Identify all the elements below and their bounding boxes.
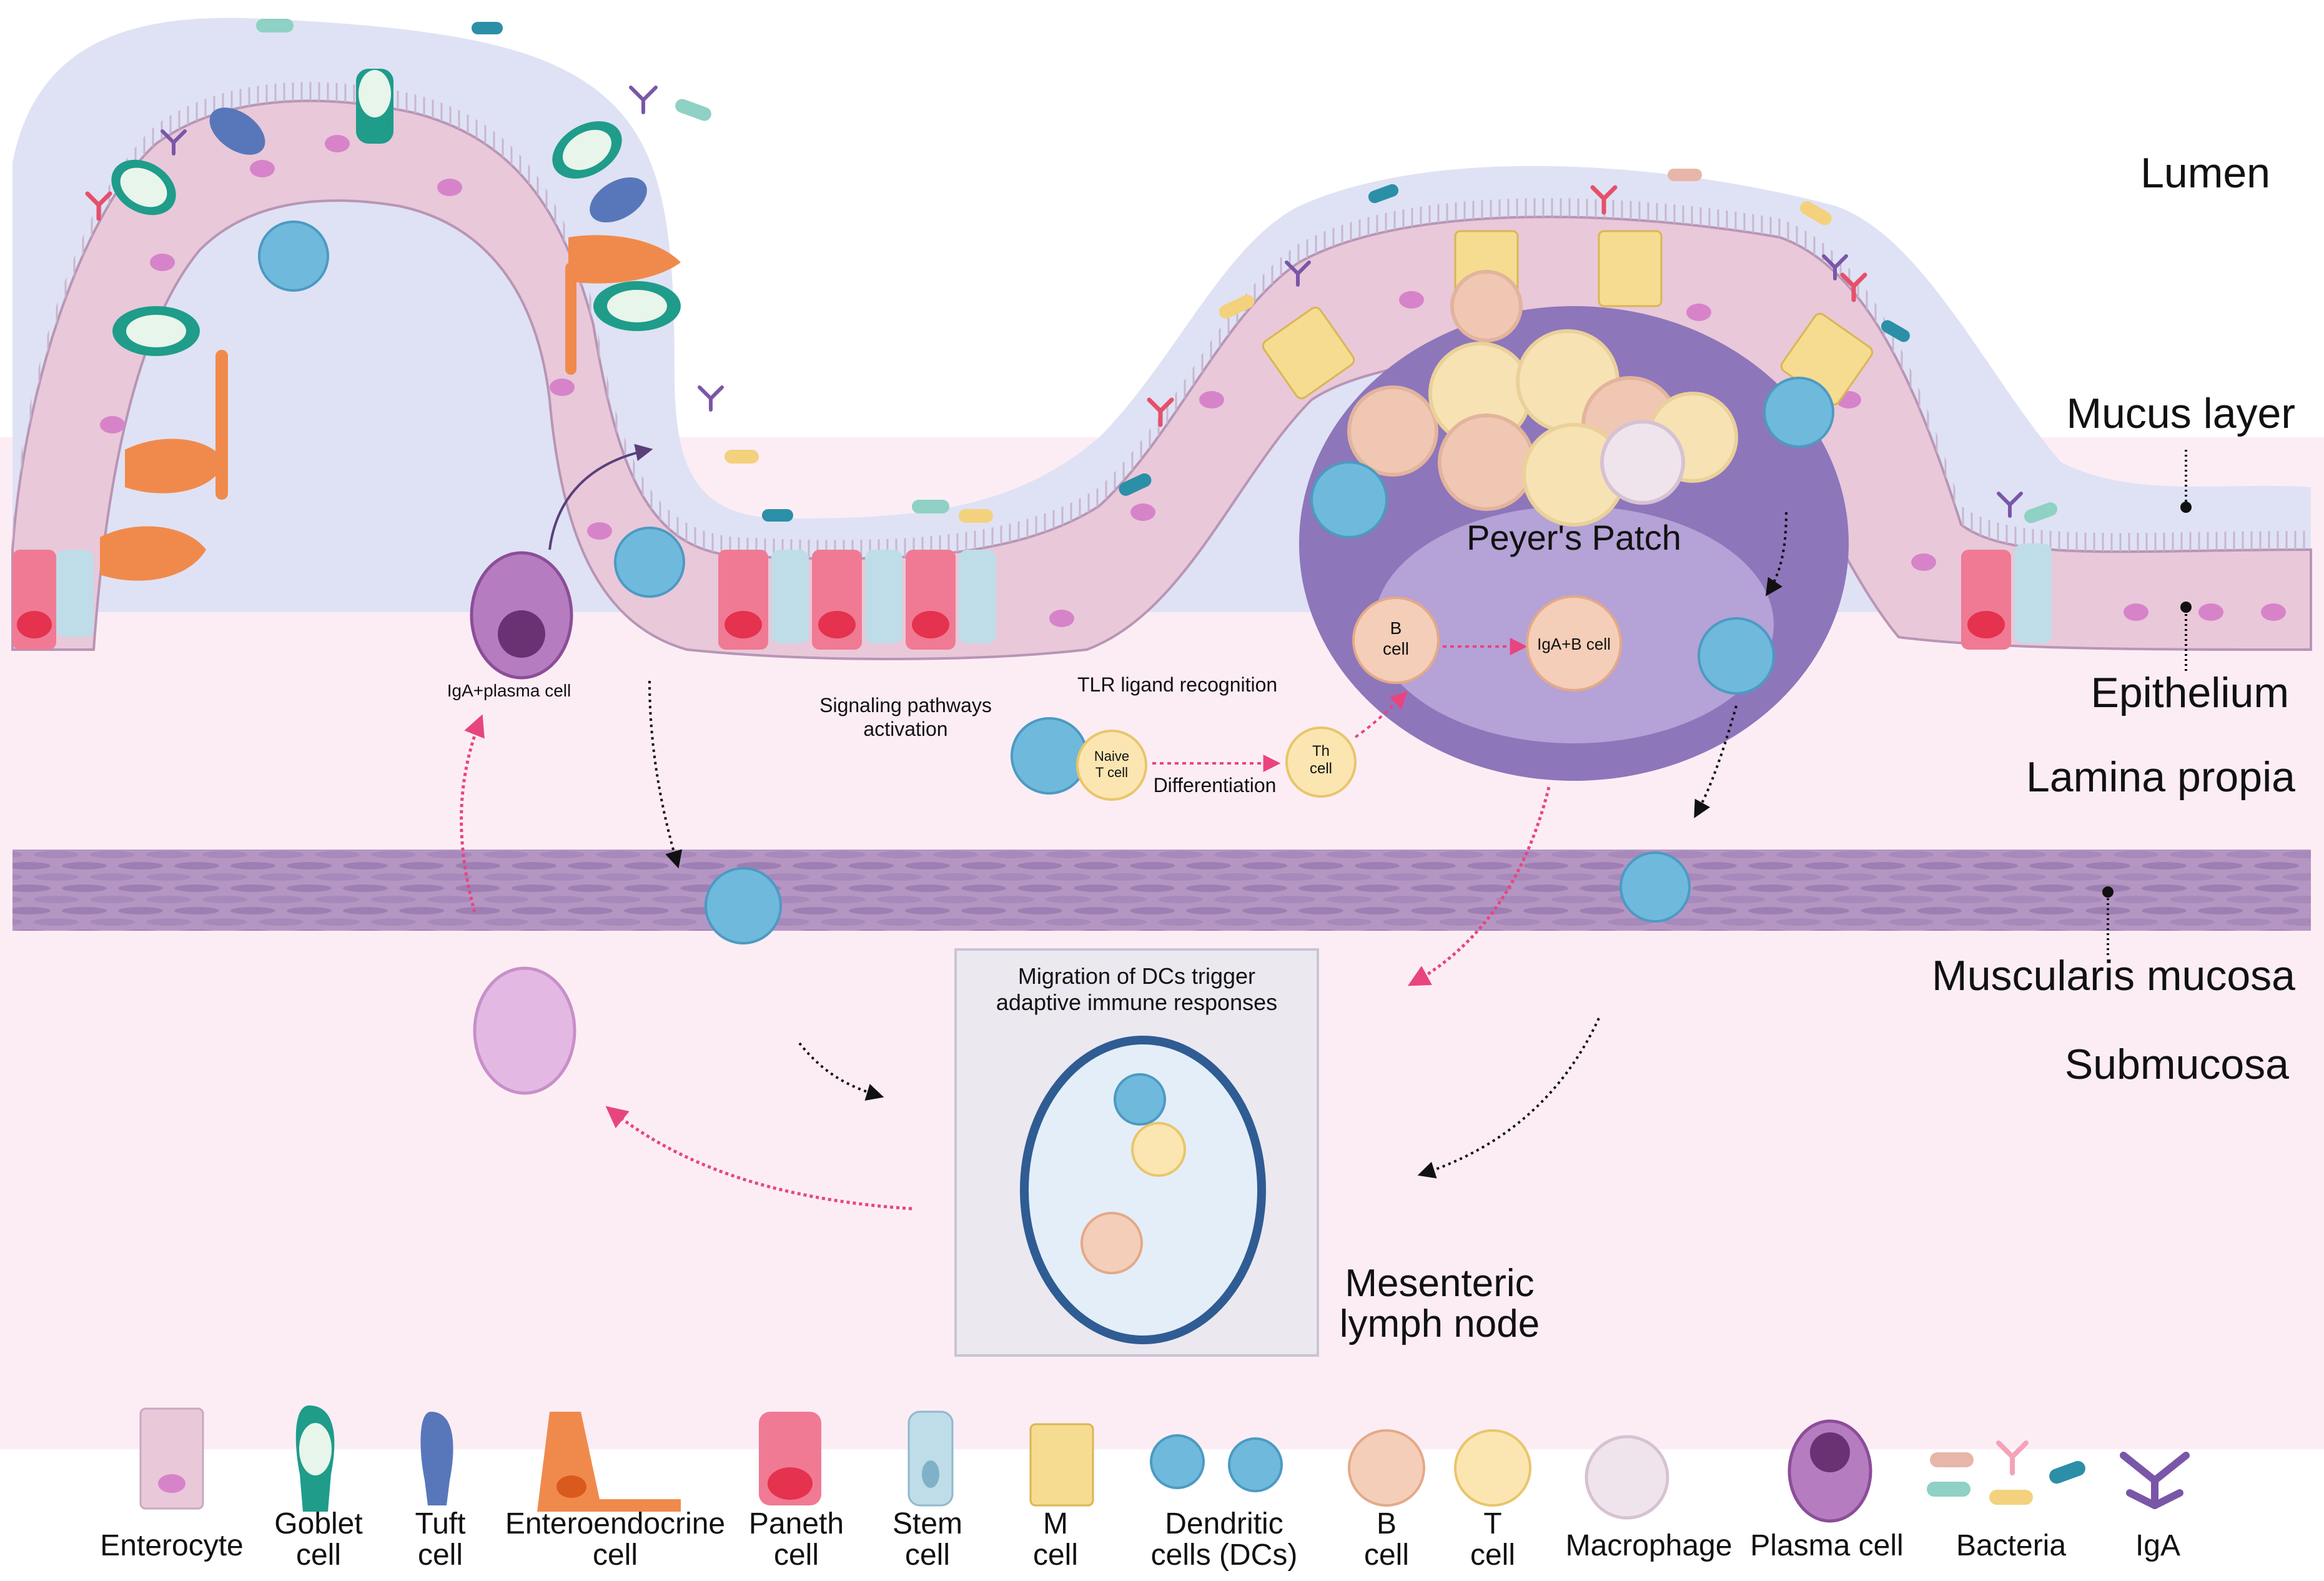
legend-label-b-1: B [1377,1507,1397,1540]
legend-icons [139,1405,2190,1523]
tuft-cells [209,107,647,223]
legend-label-t-2: cell [1470,1539,1515,1572]
mln-label-1: Mesenteric [1345,1262,1534,1305]
layer-pointers [2102,450,2192,956]
igab-cell [1526,595,1622,691]
plasma-cell-submucosa [473,966,576,1095]
lamina-propia-label: Lamina propia [2026,753,2295,801]
legend-label-goblet-1: Goblet [274,1507,362,1540]
muscularis-fibers [12,850,2311,931]
lumen-iga [161,86,2023,518]
legend-label-plasma: Plasma cell [1750,1529,1903,1562]
legend-label-bacteria: Bacteria [1956,1529,2066,1562]
naive-t-label-1: Naive [1094,748,1129,764]
naive-t-cell [1076,730,1147,801]
legend-label-m-1: M [1043,1507,1068,1540]
legend-bacteria-icon [1927,1440,2085,1505]
peyers-patch-label: Peyer's Patch [1466,518,1681,557]
mln-label-2: lymph node [1340,1302,1540,1346]
layer-labels: Lumen Mucus layer Epithelium Lamina prop… [1932,149,2295,1088]
tlr-label: TLR ligand recognition [1077,673,1277,696]
b-cell [1352,597,1440,684]
lumen-label: Lumen [2140,149,2270,197]
signaling-label-2: activation [863,718,947,740]
legend-label-dc-1: Dendritic [1165,1507,1283,1540]
th-to-bcell-arrow [1354,691,1408,738]
legend-label-enteroendocrine-1: Enteroendocrine [505,1507,725,1540]
lymph-node-dc [1114,1073,1166,1126]
plasma-arrows-pink [460,714,1551,1211]
mucus-layer-label: Mucus layer [2066,390,2295,437]
peyers-patch-b-cells [1347,270,1738,527]
migration-arrows-black [648,512,1788,1179]
legend-stem-icon [907,1410,954,1507]
peyers-patch: Peyer's Patch B cell IgA+B cell [1299,270,1849,781]
legend-label-b-2: cell [1364,1539,1409,1572]
lumen-antigens [85,185,1867,427]
lymph-node-t-cell [1131,1122,1186,1177]
legend-label-iga: IgA [2135,1529,2180,1562]
enteroendocrine-cells [100,235,681,581]
muscularis-mucosa-label: Muscularis mucosa [1932,952,2295,999]
signaling-label-1: Signaling pathways [819,694,992,716]
igab-cell-label: IgA+B cell [1537,635,1611,653]
goblet-cells [111,69,681,356]
enterocyte-nuclei [50,135,2286,627]
iga-plasma-cell-nucleus [498,610,545,658]
legend-label-enteroendocrine-2: cell [593,1539,638,1572]
legend-label-goblet-2: cell [296,1539,341,1572]
lymph-node [1020,1036,1266,1344]
legend-macrophage-icon [1585,1435,1669,1520]
legend-dc-icon-2 [1228,1437,1283,1492]
legend-m-cell-icon [1029,1423,1094,1507]
legend-dc-icon-1 [1150,1434,1205,1489]
b-cell-label-1: B [1390,618,1402,638]
th-cell-label-1: Th [1312,743,1330,760]
legend-enterocyte-icon [139,1407,204,1510]
legend-label-t-1: T [1483,1507,1501,1540]
lumen-bacteria [256,19,2057,523]
legend-label-dc-2: cells (DCs) [1151,1539,1298,1572]
migration-label-1: Migration of DCs trigger [1018,963,1255,989]
legend-label-paneth-2: cell [774,1539,819,1572]
migration-label-2: adaptive immune responses [996,989,1277,1015]
legend-label-paneth-1: Paneth [749,1507,844,1540]
th-cell [1285,726,1357,798]
iga-plasma-cell-label: IgA+plasma cell [447,681,571,700]
lymph-node-b-cell [1080,1212,1143,1274]
legend-label-tuft-2: cell [418,1539,463,1572]
legend-labels: Enterocyte Goblet cell Tuft cell Enteroe… [100,1507,2180,1572]
naive-t-label-2: T cell [1095,765,1128,780]
legend-label-tuft-1: Tuft [415,1507,466,1540]
legend-b-cell-icon [1348,1429,1425,1507]
legend-label-stem-2: cell [905,1539,950,1572]
dendritic-cells [258,221,1834,944]
th-cell-label-2: cell [1310,760,1332,777]
legend-tuft-icon [420,1412,453,1505]
submucosa-label: Submucosa [2065,1041,2289,1088]
legend-t-cell-icon [1454,1429,1531,1507]
paneth-stem-cells [12,543,2052,650]
legend-iga-icon [2120,1452,2190,1509]
legend-label-enterocyte: Enterocyte [100,1529,243,1562]
differentiation-label: Differentiation [1154,774,1277,796]
legend-label-macrophage: Macrophage [1566,1529,1733,1562]
b-cell-label-2: cell [1383,639,1409,658]
epithelium-label: Epithelium [2091,669,2290,716]
legend-label-m-2: cell [1033,1539,1078,1572]
iga-transport-arrow [548,444,653,550]
legend-label-stem-1: Stem [893,1507,962,1540]
